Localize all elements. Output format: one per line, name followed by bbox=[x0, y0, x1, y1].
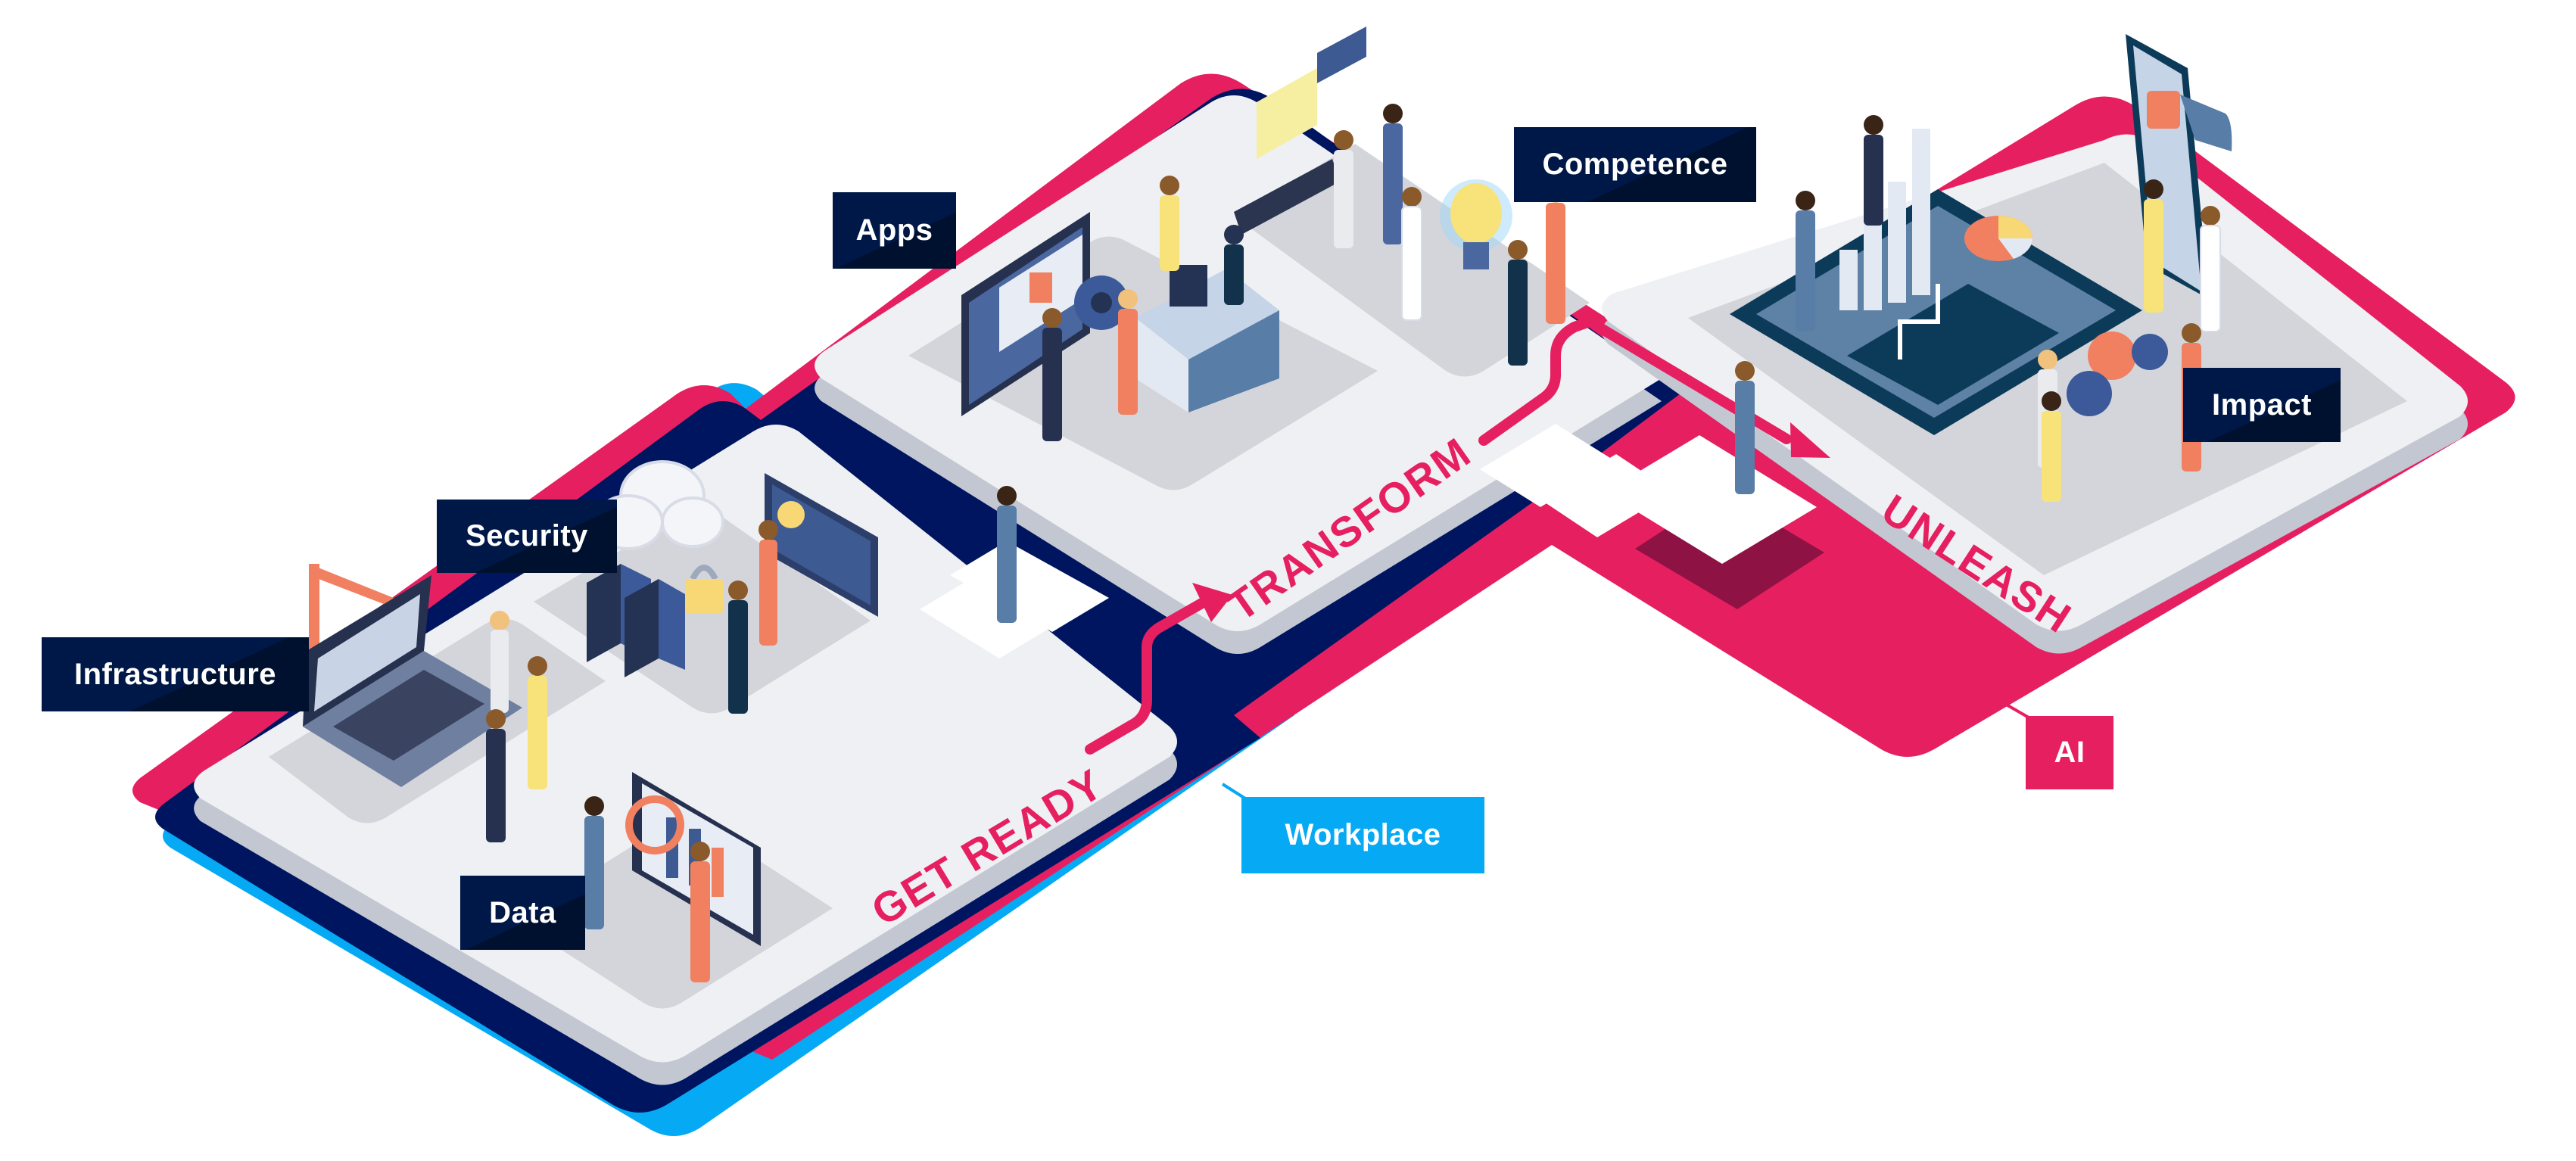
tag-competence: Competence bbox=[1514, 127, 1756, 202]
server-icon bbox=[587, 564, 685, 677]
pie-chart-icon bbox=[1964, 216, 2033, 261]
tag-security: Security bbox=[437, 500, 617, 573]
ai-leader bbox=[1998, 699, 2029, 719]
tag-apps: Apps bbox=[833, 192, 956, 269]
workplace-leader bbox=[1221, 783, 1247, 800]
padlock-icon bbox=[685, 565, 723, 613]
transform-arrow bbox=[1478, 316, 1792, 446]
tag-impact: Impact bbox=[2183, 368, 2341, 442]
tag-infrastructure: Infrastructure bbox=[42, 637, 309, 711]
laptop-icon bbox=[303, 575, 522, 787]
magnifier-icon bbox=[625, 795, 684, 854]
video-call-icon bbox=[1234, 26, 1366, 235]
dashboard-icon bbox=[765, 473, 878, 617]
unleash-arrowhead bbox=[1790, 422, 1830, 458]
gear-icon bbox=[2067, 331, 2168, 416]
tag-ai: AI bbox=[2026, 716, 2113, 789]
cloud-icon bbox=[593, 460, 724, 550]
get-ready-arrow bbox=[1085, 593, 1216, 755]
lightbulb-icon bbox=[1440, 179, 1512, 269]
tablet-icon bbox=[1730, 189, 2142, 435]
get-ready-arrowhead bbox=[1192, 583, 1232, 622]
bar-chart-icon bbox=[1839, 129, 1930, 310]
tag-data: Data bbox=[460, 876, 585, 950]
tablet-icon bbox=[961, 212, 1090, 416]
tag-workplace: Workplace bbox=[1241, 797, 1484, 873]
gear-icon bbox=[1074, 275, 1129, 330]
